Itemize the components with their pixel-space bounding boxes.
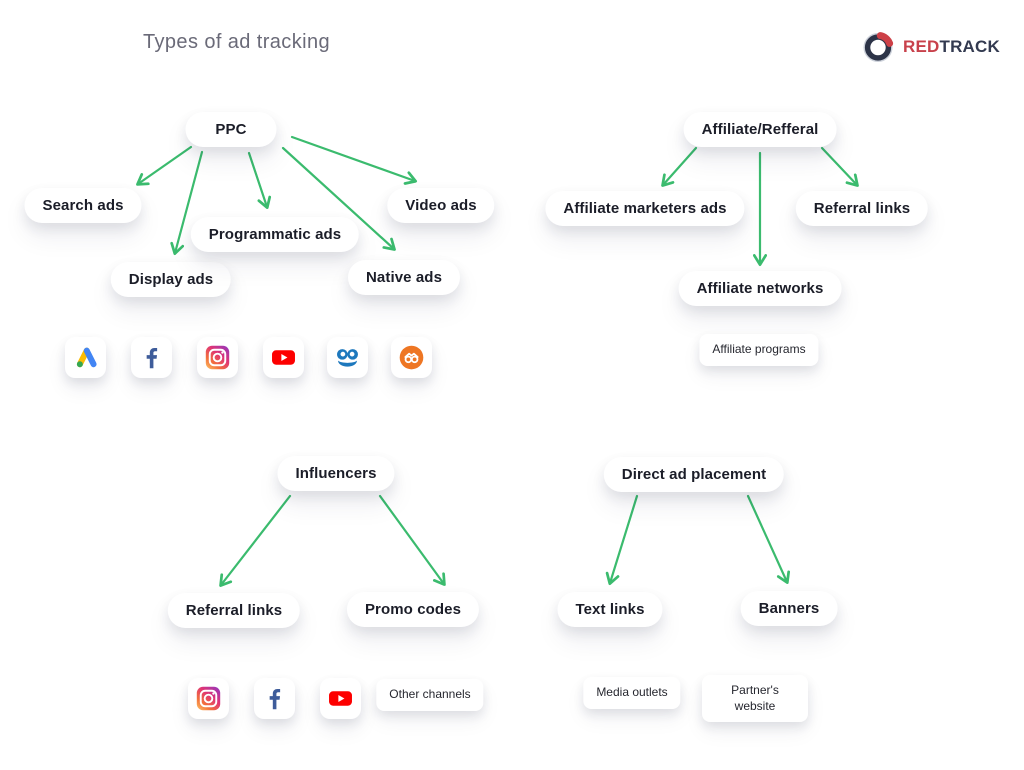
- instagram-tile: [197, 337, 238, 378]
- node-affiliate-refferal: Affiliate/Refferal: [683, 112, 837, 147]
- node-affiliate-networks: Affiliate networks: [678, 271, 842, 306]
- arrow-direct-to-text-links: [605, 494, 639, 586]
- facebook-tile: [131, 337, 172, 378]
- instagram-icon: [205, 345, 230, 370]
- node-programmatic-ads: Programmatic ads: [190, 217, 360, 252]
- node-affiliate-marketers-ads: Affiliate marketers ads: [545, 191, 745, 226]
- page-title: Types of ad tracking: [143, 31, 330, 53]
- arrow-affiliate-to-marketers-ads: [661, 146, 698, 187]
- node-native-ads: Native ads: [347, 260, 461, 295]
- arrow-ppc-to-search-ads: [136, 145, 193, 186]
- redtrack-logo: REDTRACK: [861, 28, 1000, 65]
- node-promo-codes: Promo codes: [346, 592, 480, 627]
- node-direct-ad-placement: Direct ad placement: [603, 457, 785, 492]
- node-banners: Banners: [740, 591, 838, 626]
- node-ppc: PPC: [185, 112, 277, 147]
- taboola-icon: [337, 349, 358, 367]
- node-affiliate-programs: Affiliate programs: [699, 334, 819, 366]
- arrow-ppc-to-video-ads: [290, 135, 418, 185]
- arrow-influencers-to-promo-codes: [378, 494, 446, 586]
- logo-word-track: TRACK: [939, 36, 1000, 56]
- youtube-tile: [320, 678, 361, 719]
- logo-word-red: RED: [903, 36, 940, 56]
- facebook-icon: [146, 347, 158, 369]
- redtrack-logo-icon: [863, 32, 894, 62]
- google-ads-icon: [76, 347, 97, 368]
- google-ads-tile: [65, 337, 106, 378]
- instagram-tile: [188, 678, 229, 719]
- node-referral-links-affiliate: Referral links: [795, 191, 929, 226]
- node-display-ads: Display ads: [110, 262, 232, 297]
- arrow-direct-to-banners: [746, 494, 791, 585]
- instagram-icon: [196, 686, 221, 711]
- node-media-outlets: Media outlets: [583, 677, 681, 709]
- youtube-icon: [272, 350, 295, 365]
- node-referral-links-influencers: Referral links: [167, 593, 301, 628]
- arrow-influencers-to-referral-links: [219, 494, 292, 587]
- facebook-icon: [269, 688, 281, 710]
- node-partners-website: Partner's website: [702, 675, 808, 723]
- facebook-tile: [254, 678, 295, 719]
- youtube-tile: [263, 337, 304, 378]
- taboola-tile: [327, 337, 368, 378]
- arrow-affiliate-to-referral-links: [820, 146, 859, 187]
- node-other-channels: Other channels: [376, 679, 484, 711]
- node-video-ads: Video ads: [387, 188, 495, 223]
- node-influencers: Influencers: [277, 456, 395, 491]
- redtrack-logo-text: REDTRACK: [903, 37, 1000, 57]
- outbrain-icon: [399, 345, 424, 370]
- node-search-ads: Search ads: [24, 188, 142, 223]
- outbrain-tile: [391, 337, 432, 378]
- node-text-links: Text links: [557, 592, 663, 627]
- arrow-ppc-to-programmatic-ads: [247, 151, 272, 210]
- youtube-icon: [329, 691, 352, 706]
